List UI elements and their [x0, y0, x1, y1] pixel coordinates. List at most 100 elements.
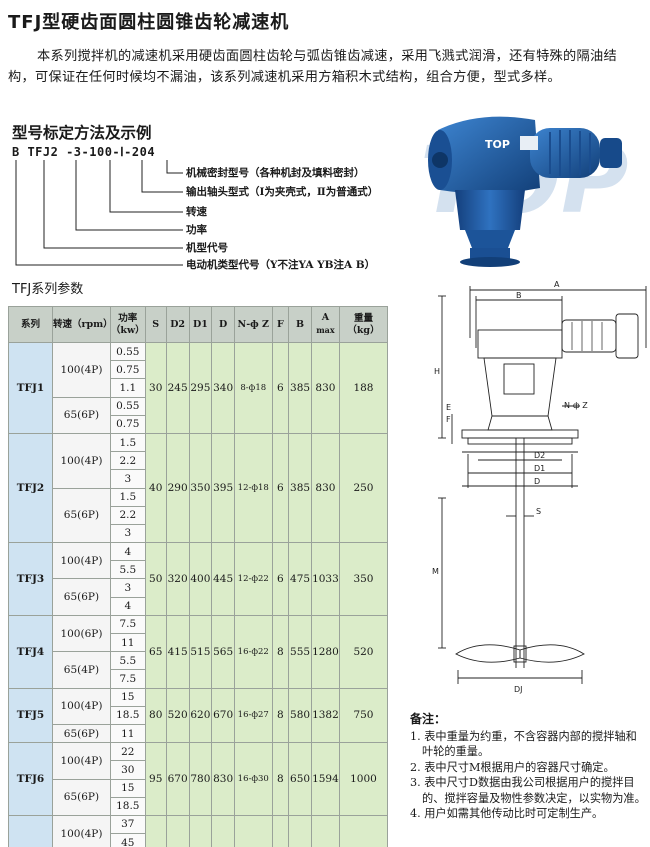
cell-speed: 65(6P) [51, 723, 111, 744]
cell-nz: 12-ф18 [234, 432, 273, 544]
cell-d2: 290 [165, 432, 190, 544]
cell-series: TFJ5 [8, 687, 53, 744]
cell-power: 7.5 [109, 614, 146, 635]
cell-d1: 780 [188, 742, 213, 816]
cell-amax: 830 [310, 342, 340, 434]
note-item: 4. 用户如需其他传动比时可定制生产。 [410, 807, 604, 820]
table-row: 65(6P)0.55 [9, 396, 388, 434]
cell-power: 0.75 [109, 360, 146, 380]
table-row: 1.1 [9, 378, 388, 398]
header-series: 系列 [8, 306, 53, 343]
table-row: 2.2 [9, 505, 388, 525]
table-row: 3 [9, 523, 388, 544]
cell-nz: 16-ф30 [234, 742, 273, 816]
cell-weight: 250 [338, 432, 389, 544]
table-row: 65(6P)15 [9, 778, 388, 816]
cell-f: 6 [271, 432, 290, 544]
cell-power: 3 [109, 523, 146, 544]
dim-label-d2: D2 [534, 451, 545, 460]
dim-label-f: F [446, 415, 451, 424]
cell-power: 1.1 [109, 378, 146, 398]
dim-label-nz: N-ф Z [564, 401, 588, 410]
cell-b: 385 [288, 432, 312, 544]
legend-motor-type: 电动机类型代号（Y不注YA YB注A B） [186, 259, 376, 271]
cell-speed: 100(4P) [51, 542, 111, 580]
cell-d: 670 [211, 687, 236, 744]
cell-d1: 830 [188, 814, 213, 847]
cell-power: 15 [109, 778, 146, 798]
model-section-heading: 型号标定方法及示例 [12, 124, 152, 142]
header-amax-line1: A [321, 312, 330, 323]
cell-power: 2.2 [109, 505, 146, 525]
cell-speed: 65(4P) [51, 651, 111, 689]
cell-amax: 830 [310, 432, 340, 544]
cell-amax: 1280 [310, 614, 340, 689]
cell-s: 30 [144, 342, 167, 434]
header-weight-line1: 重量 [353, 312, 373, 324]
cell-d: 900 [211, 814, 236, 847]
cell-b: 580 [288, 687, 312, 744]
cell-amax: 1382 [310, 687, 340, 744]
cell-d: 565 [211, 614, 236, 689]
note-item: 1. 表中重量为约重，不含容器内部的搅拌轴和叶轮的重量。 [410, 729, 637, 759]
legend-speed: 转速 [186, 206, 207, 218]
cell-series: TFJ1 [8, 342, 53, 434]
notes-section: 备注： 1. 表中重量为约重，不含容器内部的搅拌轴和叶轮的重量。 2. 表中尺寸… [410, 712, 646, 822]
dim-label-m: M [432, 567, 439, 576]
cell-power: 22 [109, 742, 146, 762]
cell-f: 8 [271, 687, 290, 744]
cell-speed: 100(4P) [51, 742, 111, 780]
cell-d1: 620 [188, 687, 213, 744]
cell-weight: 350 [338, 542, 389, 616]
header-power-line1: 功率 [118, 312, 138, 324]
cell-speed: 65(6P) [51, 396, 111, 434]
cell-s: 50 [144, 542, 167, 616]
dim-label-b: B [516, 291, 522, 300]
dim-label-e: E [446, 403, 451, 412]
dim-label-h: H [434, 367, 440, 376]
legend-model-code: 机型代号 [186, 242, 228, 254]
cell-b: 385 [288, 342, 312, 434]
cell-d2: 520 [165, 687, 190, 744]
dim-label-d1: D1 [534, 464, 545, 473]
cell-power: 11 [109, 723, 146, 744]
cell-f: 8 [271, 742, 290, 816]
dim-label-a: A [554, 280, 560, 289]
model-example-code: B TFJ2 -3-100-Ⅰ-204 [12, 145, 156, 159]
header-weight: 重量（kg） [338, 306, 389, 343]
cell-speed: 100(6P) [51, 614, 111, 653]
notes-heading: 备注： [410, 712, 447, 726]
cell-nz: 8-ф18 [234, 342, 273, 434]
cell-power: 15 [109, 687, 146, 707]
cell-power: 0.55 [109, 341, 146, 362]
cell-b: 970 [288, 814, 312, 847]
cell-d: 830 [211, 742, 236, 816]
cell-speed: 65(6P) [51, 578, 111, 616]
header-b: B [288, 306, 312, 343]
header-d: D [211, 306, 236, 343]
cell-weight: 520 [338, 614, 389, 689]
table-row: 7.5 [9, 669, 388, 689]
cell-s: 40 [144, 432, 167, 544]
cell-d1: 350 [188, 432, 213, 544]
header-s: S [144, 306, 167, 343]
legend-seal-type: 机械密封型号（各种机封及填料密封） [186, 167, 365, 179]
cell-f: 8 [271, 614, 290, 689]
header-nz: N-ф Z [234, 306, 273, 343]
table-row: 65(6P)1.5 [9, 487, 388, 544]
cell-f: 12 [271, 814, 290, 847]
cell-d2: 730 [165, 814, 190, 847]
cell-s: 110 [144, 814, 167, 847]
table-row: 11 [9, 632, 388, 653]
cell-b: 650 [288, 742, 312, 816]
cell-power: 3 [109, 578, 146, 598]
cell-power: 4 [109, 596, 146, 616]
cell-amax: 2105 [310, 814, 340, 847]
cell-f: 6 [271, 542, 290, 616]
cell-d: 340 [211, 342, 236, 434]
dim-label-s: S [536, 507, 541, 516]
